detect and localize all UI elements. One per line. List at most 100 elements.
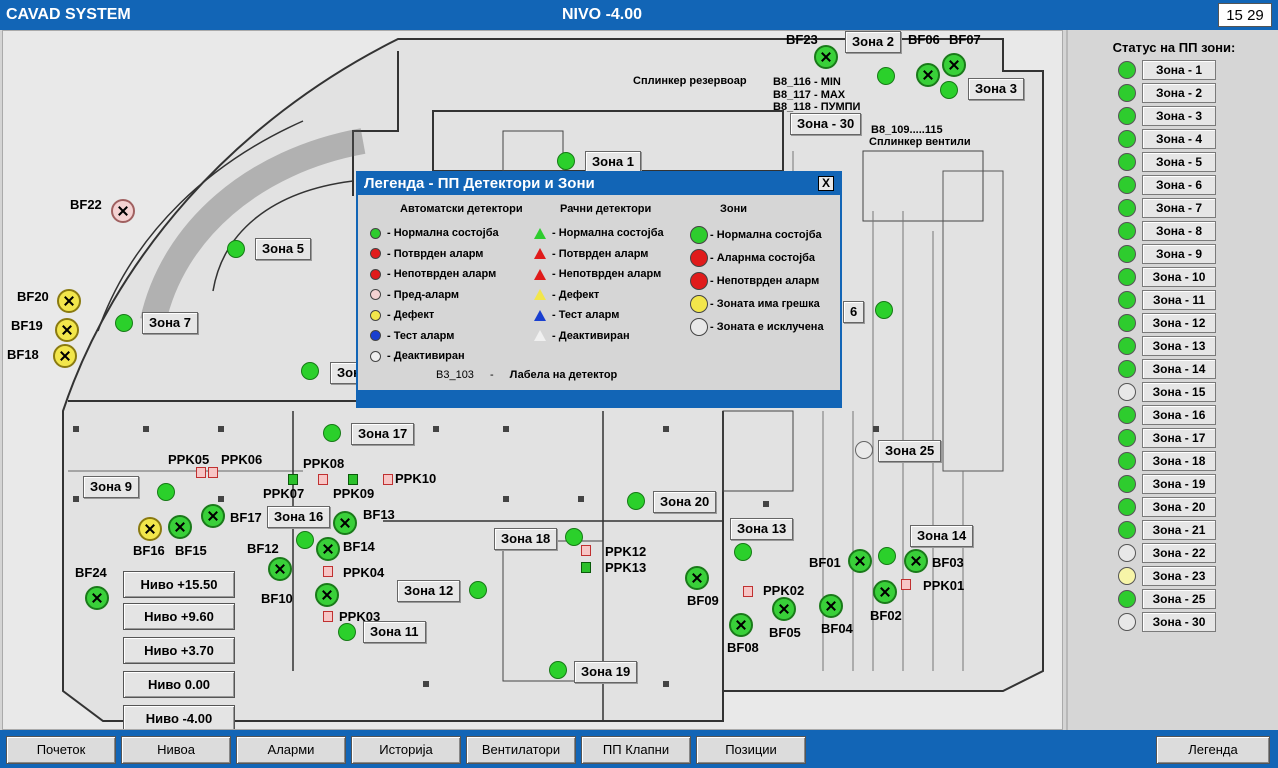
nav-button-history[interactable]: Историја bbox=[351, 736, 461, 764]
damper-bf22[interactable] bbox=[111, 199, 135, 223]
zone-status-label[interactable]: Зона - 15 bbox=[1142, 382, 1216, 402]
zone-status-row[interactable]: Зона - 12 bbox=[1118, 313, 1278, 333]
zone-status-row[interactable]: Зона - 16 bbox=[1118, 405, 1278, 425]
zone-label-14[interactable]: Зона 14 bbox=[910, 525, 974, 547]
detector-zone-2[interactable] bbox=[877, 67, 895, 85]
rpk08-point[interactable] bbox=[318, 474, 328, 485]
nav-button-fans[interactable]: Вентилатори bbox=[466, 736, 576, 764]
zone-status-row[interactable]: Зона - 14 bbox=[1118, 359, 1278, 379]
zone-status-label[interactable]: Зона - 11 bbox=[1142, 290, 1216, 310]
zone-status-row[interactable]: Зона - 23 bbox=[1118, 566, 1278, 586]
rpk04-point[interactable] bbox=[323, 566, 333, 577]
damper-bf16[interactable] bbox=[138, 517, 162, 541]
rpk01-point[interactable] bbox=[901, 579, 911, 590]
detector-zone-25[interactable] bbox=[855, 441, 873, 459]
zone-status-label[interactable]: Зона - 22 bbox=[1142, 543, 1216, 563]
zone-status-label[interactable]: Зона - 1 bbox=[1142, 60, 1216, 80]
zone-label-1[interactable]: Зона 1 bbox=[585, 151, 642, 173]
detector-zone-3[interactable] bbox=[940, 81, 958, 99]
damper-bf18[interactable] bbox=[53, 344, 77, 368]
zone-status-label[interactable]: Зона - 19 bbox=[1142, 474, 1216, 494]
rpk06-point[interactable] bbox=[208, 467, 218, 478]
detector-zone-partial[interactable] bbox=[301, 362, 319, 380]
damper-bf06[interactable] bbox=[916, 63, 940, 87]
zone-status-row[interactable]: Зона - 25 bbox=[1118, 589, 1278, 609]
level-button-9-60[interactable]: Ниво +9.60 bbox=[123, 603, 235, 630]
detector-zone-18[interactable] bbox=[565, 528, 583, 546]
detector-zone-16[interactable] bbox=[296, 531, 314, 549]
nav-button-alarms[interactable]: Аларми bbox=[236, 736, 346, 764]
zone-status-label[interactable]: Зона - 3 bbox=[1142, 106, 1216, 126]
damper-bf05[interactable] bbox=[772, 597, 796, 621]
detector-zone-7[interactable] bbox=[115, 314, 133, 332]
level-button-15-50[interactable]: Ниво +15.50 bbox=[123, 571, 235, 598]
rpk02-point[interactable] bbox=[743, 586, 753, 597]
zone-status-label[interactable]: Зона - 23 bbox=[1142, 566, 1216, 586]
zone-status-label[interactable]: Зона - 12 bbox=[1142, 313, 1216, 333]
nav-button-positions[interactable]: Позиции bbox=[696, 736, 806, 764]
zone-status-label[interactable]: Зона - 14 bbox=[1142, 359, 1216, 379]
level-button-minus-4-00[interactable]: Ниво -4.00 bbox=[123, 705, 235, 729]
rpk09-point[interactable] bbox=[348, 474, 358, 485]
zone-label-11[interactable]: Зона 11 bbox=[363, 621, 426, 643]
zone-status-row[interactable]: Зона - 30 bbox=[1118, 612, 1278, 632]
level-button-0-00[interactable]: Ниво 0.00 bbox=[123, 671, 235, 698]
damper-bf17[interactable] bbox=[201, 504, 225, 528]
legend-button[interactable]: Легенда bbox=[1156, 736, 1270, 764]
detector-zone-14[interactable] bbox=[878, 547, 896, 565]
damper-bf19[interactable] bbox=[55, 318, 79, 342]
zone-label-5[interactable]: Зона 5 bbox=[255, 238, 312, 260]
rpk03-point[interactable] bbox=[323, 611, 333, 622]
zone-label-17[interactable]: Зона 17 bbox=[351, 423, 415, 445]
detector-zone-1[interactable] bbox=[557, 152, 575, 170]
damper-bf09[interactable] bbox=[685, 566, 709, 590]
zone-status-label[interactable]: Зона - 4 bbox=[1142, 129, 1216, 149]
zone-status-row[interactable]: Зона - 21 bbox=[1118, 520, 1278, 540]
detector-zone-13[interactable] bbox=[734, 543, 752, 561]
zone-status-label[interactable]: Зона - 20 bbox=[1142, 497, 1216, 517]
detector-zone-19[interactable] bbox=[549, 661, 567, 679]
damper-bf13[interactable] bbox=[333, 511, 357, 535]
nav-button-home[interactable]: Почеток bbox=[6, 736, 116, 764]
zone-status-row[interactable]: Зона - 15 bbox=[1118, 382, 1278, 402]
detector-zone-20[interactable] bbox=[627, 492, 645, 510]
zone-status-label[interactable]: Зона - 6 bbox=[1142, 175, 1216, 195]
zone-status-row[interactable]: Зона - 10 bbox=[1118, 267, 1278, 287]
damper-bf15[interactable] bbox=[168, 515, 192, 539]
zone-status-row[interactable]: Зона - 19 bbox=[1118, 474, 1278, 494]
zone-status-row[interactable]: Зона - 8 bbox=[1118, 221, 1278, 241]
zone-label-19[interactable]: Зона 19 bbox=[574, 661, 638, 683]
zone-status-label[interactable]: Зона - 17 bbox=[1142, 428, 1216, 448]
rpk13-point[interactable] bbox=[581, 562, 591, 573]
rpk05-point[interactable] bbox=[196, 467, 206, 478]
damper-bf07[interactable] bbox=[942, 53, 966, 77]
zone-status-row[interactable]: Зона - 13 bbox=[1118, 336, 1278, 356]
damper-bf01[interactable] bbox=[848, 549, 872, 573]
zone-status-label[interactable]: Зона - 2 bbox=[1142, 83, 1216, 103]
detector-zone-11[interactable] bbox=[338, 623, 356, 641]
zone-status-label[interactable]: Зона - 9 bbox=[1142, 244, 1216, 264]
zone-status-label[interactable]: Зона - 25 bbox=[1142, 589, 1216, 609]
zone-status-row[interactable]: Зона - 2 bbox=[1118, 83, 1278, 103]
zone-status-label[interactable]: Зона - 18 bbox=[1142, 451, 1216, 471]
zone-label-12[interactable]: Зона 12 bbox=[397, 580, 461, 602]
legend-close-button[interactable]: X bbox=[818, 176, 834, 191]
zone-status-label[interactable]: Зона - 10 bbox=[1142, 267, 1216, 287]
zone-status-row[interactable]: Зона - 17 bbox=[1118, 428, 1278, 448]
zone-label-9[interactable]: Зона 9 bbox=[83, 476, 140, 498]
zone-label-7[interactable]: Зона 7 bbox=[142, 312, 199, 334]
detector-zone-12[interactable] bbox=[469, 581, 487, 599]
zone-status-label[interactable]: Зона - 8 bbox=[1142, 221, 1216, 241]
detector-zone-6[interactable] bbox=[875, 301, 893, 319]
rpk07-point[interactable] bbox=[288, 474, 298, 485]
zone-status-row[interactable]: Зона - 4 bbox=[1118, 129, 1278, 149]
damper-bf14[interactable] bbox=[316, 537, 340, 561]
damper-bf23[interactable] bbox=[814, 45, 838, 69]
zone-label-3[interactable]: Зона 3 bbox=[968, 78, 1025, 100]
rpk12-point[interactable] bbox=[581, 545, 591, 556]
zone-label-16[interactable]: Зона 16 bbox=[267, 506, 331, 528]
zone-status-row[interactable]: Зона - 18 bbox=[1118, 451, 1278, 471]
zone-label-18[interactable]: Зона 18 bbox=[494, 528, 558, 550]
damper-bf24[interactable] bbox=[85, 586, 109, 610]
zone-status-row[interactable]: Зона - 5 bbox=[1118, 152, 1278, 172]
